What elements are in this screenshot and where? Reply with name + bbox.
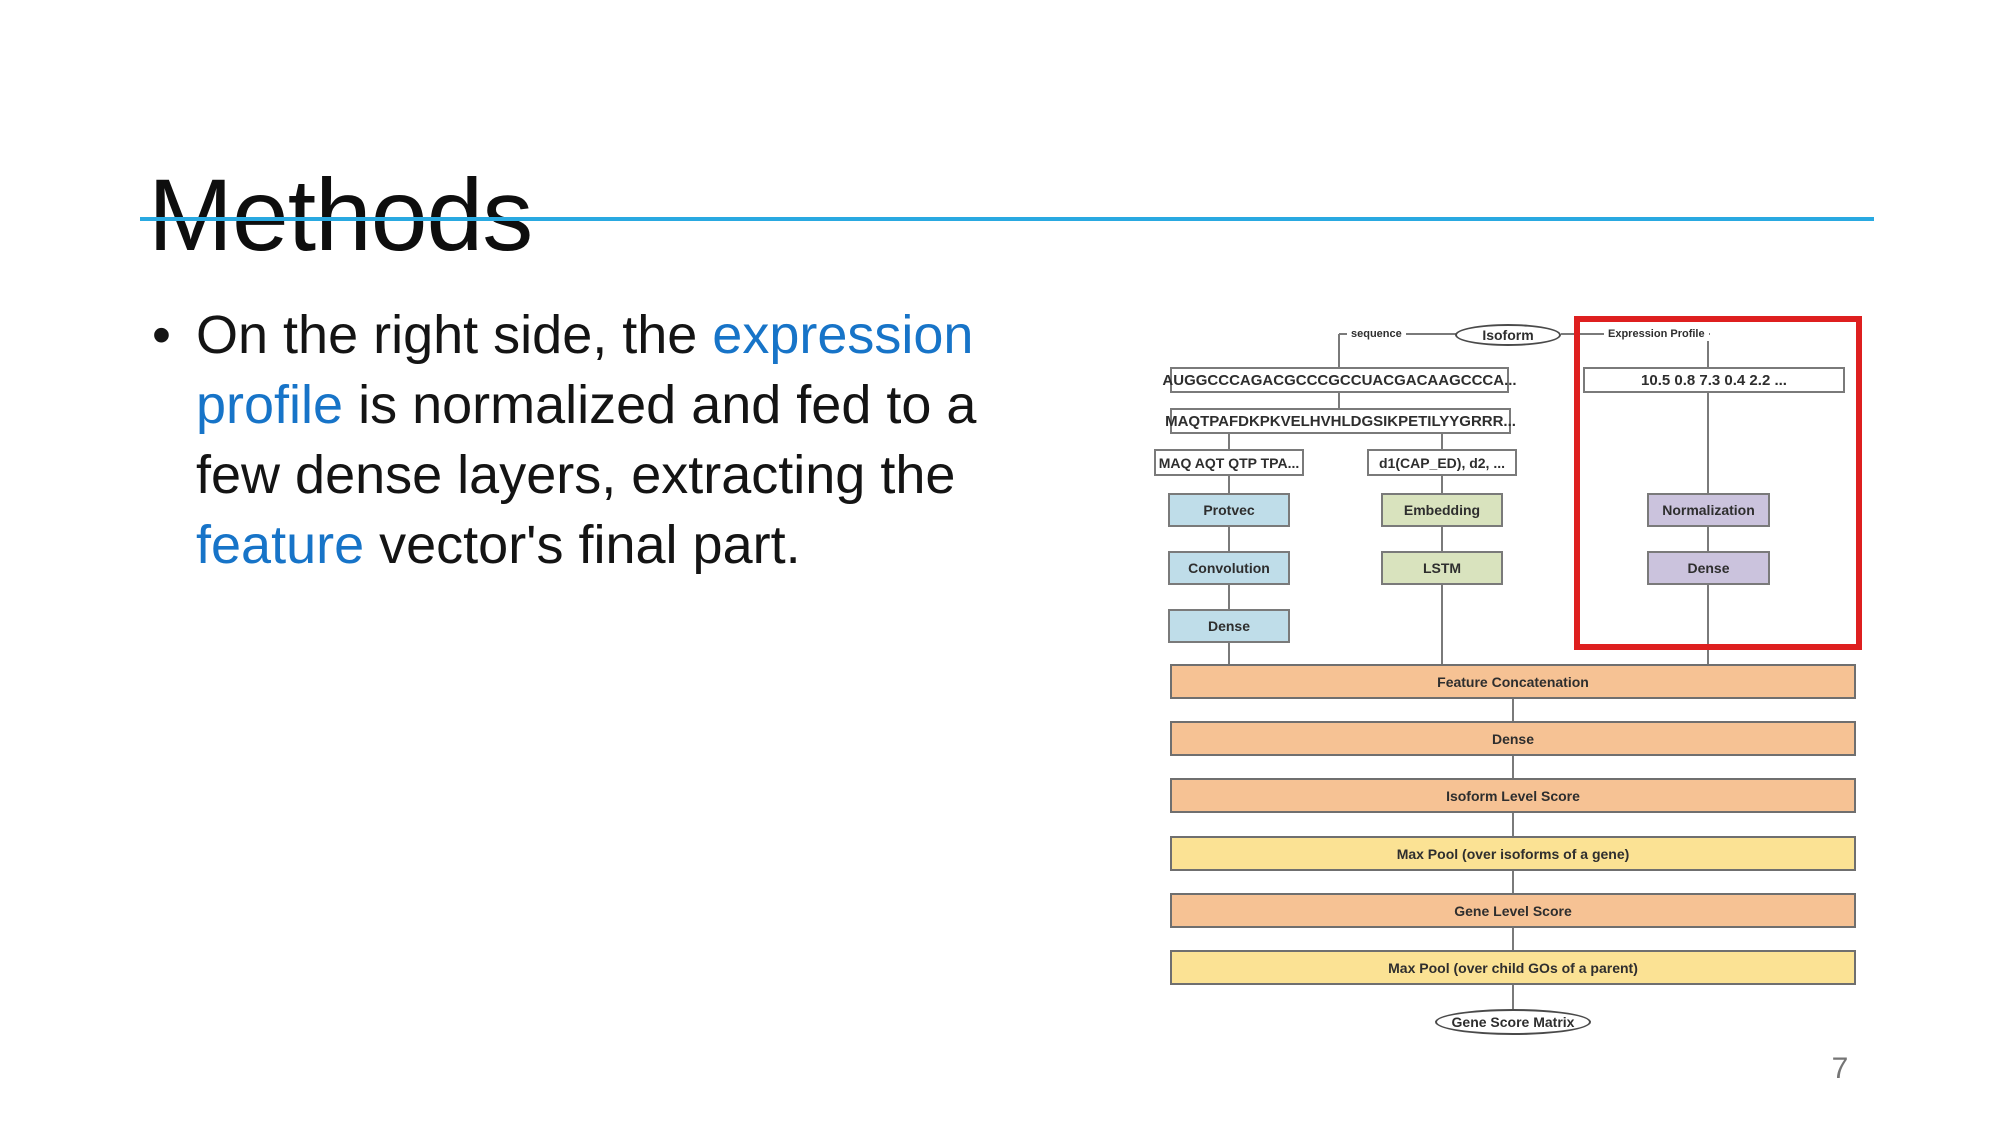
node-dense-main: Dense xyxy=(1170,721,1856,756)
connector-line xyxy=(1512,699,1514,721)
bullet-marker: • xyxy=(152,305,171,365)
node-domains: d1(CAP_ED), d2, ... xyxy=(1367,449,1517,476)
connector-line xyxy=(1441,527,1443,551)
node-isoform-level-score: Isoform Level Score xyxy=(1170,778,1856,813)
gene-score-matrix-node: Gene Score Matrix xyxy=(1435,1009,1591,1035)
connector-line xyxy=(1707,393,1709,493)
connector-line xyxy=(1512,813,1514,836)
connector-line xyxy=(1512,928,1514,950)
bullet-text-segment: few dense layers, extracting the xyxy=(196,445,956,505)
node-normalization: Normalization xyxy=(1647,493,1770,527)
connector-line xyxy=(1512,871,1514,893)
bullet-text-segment: vector's final part. xyxy=(364,515,801,575)
node-feature-concatenation: Feature Concatenation xyxy=(1170,664,1856,699)
bullet-text-segment: is normalized and fed to a xyxy=(343,375,977,435)
connector-line xyxy=(1338,393,1340,408)
node-rna-sequence: AUGGCCCAGACGCCCGCCUACGACAAGCCCA... xyxy=(1162,367,1517,393)
connector-line xyxy=(1512,985,1514,1009)
connector-line xyxy=(1707,585,1709,664)
node-protvec: Protvec xyxy=(1168,493,1290,527)
sequence-edge-label: sequence xyxy=(1347,327,1406,341)
bullet-text-segment: On the right side, the xyxy=(196,305,713,365)
connector-line xyxy=(1228,643,1230,664)
connector-line xyxy=(1441,476,1443,493)
bullet-line: few dense layers, extracting the xyxy=(152,440,1112,510)
page-title: Methods xyxy=(148,158,533,273)
page-number: 7 xyxy=(1831,1052,1849,1085)
connector-line xyxy=(1228,434,1230,449)
connector-line xyxy=(1441,434,1443,449)
expression-profile-edge-label: Expression Profile xyxy=(1604,327,1709,341)
node-embedding: Embedding xyxy=(1381,493,1503,527)
node-expression-values: 10.5 0.8 7.3 0.4 2.2 ... xyxy=(1583,367,1845,393)
bullet-text-segment: feature xyxy=(196,515,365,575)
node-dense-expression: Dense xyxy=(1647,551,1770,585)
connector-line xyxy=(1228,585,1230,609)
title-underline xyxy=(140,217,1874,221)
node-protein-sequence: MAQTPAFDKPKVELHVHLDGSIKPETILYYGRRR... xyxy=(1165,408,1516,434)
bullet-line: profile is normalized and fed to a xyxy=(152,370,1112,440)
node-max-pool-isoforms: Max Pool (over isoforms of a gene) xyxy=(1170,836,1856,871)
node-gene-level-score: Gene Level Score xyxy=(1170,893,1856,928)
node-kmer-sequence: MAQ AQT QTP TPA... xyxy=(1154,449,1304,476)
bullet-line: • On the right side, the expression xyxy=(152,300,1112,370)
node-convolution: Convolution xyxy=(1168,551,1290,585)
connector-line xyxy=(1441,585,1443,664)
node-max-pool-children: Max Pool (over child GOs of a parent) xyxy=(1170,950,1856,985)
connector-line xyxy=(1228,476,1230,493)
connector-line xyxy=(1707,527,1709,551)
connector-line xyxy=(1707,334,1709,367)
connector-line xyxy=(1512,756,1514,778)
connector-line xyxy=(1228,527,1230,551)
node-dense-sequence: Dense xyxy=(1168,609,1290,643)
node-lstm: LSTM xyxy=(1381,551,1503,585)
bullet-line: feature vector's final part. xyxy=(152,510,1112,580)
isoform-node: Isoform xyxy=(1455,324,1561,346)
bullet-text-segment: expression xyxy=(712,305,974,365)
bullet-text-segment: profile xyxy=(196,375,344,435)
connector-line xyxy=(1338,334,1340,367)
